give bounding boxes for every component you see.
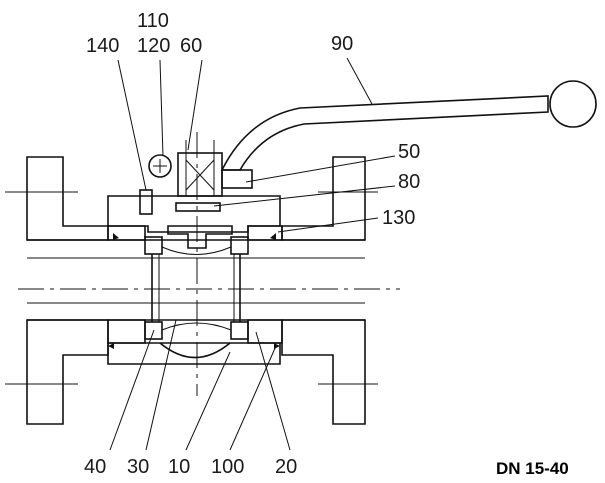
leader-lines xyxy=(109,57,396,451)
callout-100: 100 xyxy=(211,456,244,478)
callout-10: 10 xyxy=(168,456,190,478)
callout-50: 50 xyxy=(398,141,420,163)
callout-120: 120 xyxy=(137,35,170,57)
callout-30: 30 xyxy=(127,456,149,478)
ball xyxy=(151,246,241,331)
callout-140: 140 xyxy=(86,35,119,57)
callout-130: 130 xyxy=(382,207,415,229)
size-caption: DN 15-40 xyxy=(496,459,569,478)
stem-assembly xyxy=(148,140,253,197)
callout-40: 40 xyxy=(84,456,106,478)
o-rings xyxy=(108,233,280,349)
callouts: 110 140 120 60 90 50 80 130 40 30 10 100… xyxy=(84,10,420,478)
lever-handle xyxy=(220,80,597,171)
callout-20: 20 xyxy=(275,456,297,478)
bottom-cover xyxy=(107,342,281,365)
screw-head-icon xyxy=(148,154,172,178)
bonnet xyxy=(107,189,281,249)
handle-knob-icon xyxy=(549,80,597,128)
callout-110: 110 xyxy=(137,10,169,32)
callout-60: 60 xyxy=(180,35,202,57)
center-lines xyxy=(5,132,400,396)
callout-90: 90 xyxy=(331,33,353,55)
callout-80: 80 xyxy=(398,171,420,193)
